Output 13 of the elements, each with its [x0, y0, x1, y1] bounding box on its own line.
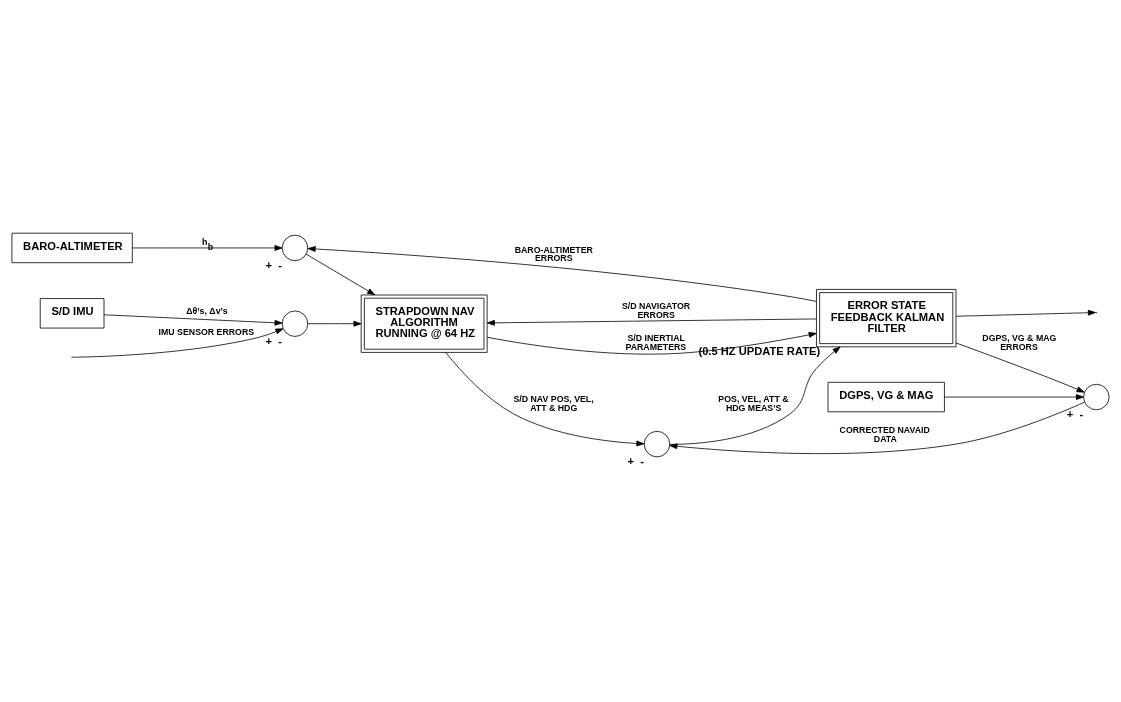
- edge-label: BARO-ALTIMETER ERRORS: [514, 244, 593, 264]
- edge-label: S/D NAVIGATOR ERRORS: [621, 301, 691, 320]
- node-label: + -: [265, 334, 282, 347]
- edge-label: CORRECTED NAVAID DATA: [839, 424, 930, 444]
- node-label: + -: [265, 258, 282, 271]
- edge-label: IMU SENSOR ERRORS: [158, 326, 255, 337]
- edge-label: S/D NAV POS, VEL, ATT & HDG: [513, 394, 594, 414]
- edge-label: DGPS, VG & MAG ERRORS: [982, 333, 1057, 352]
- node-label: + -: [627, 454, 644, 467]
- edge-label: POS, VEL, ATT & HDG MEAS’S: [718, 394, 789, 414]
- edge-label: Δθ’s, Δv’s: [186, 305, 228, 316]
- node-label: + -: [1066, 407, 1084, 420]
- edge-label: S/D INERTIAL PARAMETERS: [625, 333, 687, 352]
